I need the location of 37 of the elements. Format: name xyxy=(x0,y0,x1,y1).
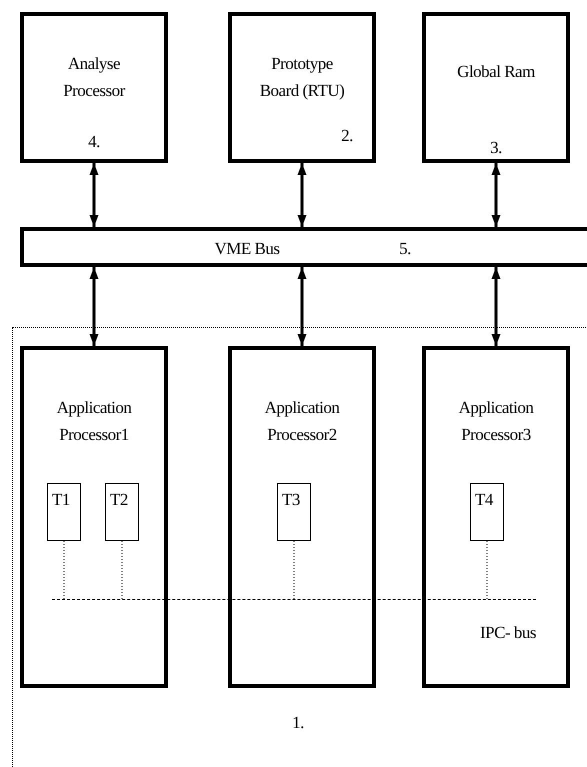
node-label: Global Ram xyxy=(456,61,536,83)
node-label: 3. xyxy=(489,137,503,159)
node-label: 1. xyxy=(291,712,305,734)
node-label: T2 xyxy=(109,489,129,511)
bus-bar xyxy=(20,227,587,267)
node-label: 5. xyxy=(398,238,412,260)
node-label: 2. xyxy=(340,125,354,147)
processor-box xyxy=(228,346,376,688)
task-box xyxy=(470,483,504,541)
component-box xyxy=(422,12,570,163)
node-label: Application Processor3 xyxy=(458,397,535,446)
bus-line xyxy=(52,599,536,601)
node-label: Application Processor1 xyxy=(56,397,133,446)
dotted-region xyxy=(12,327,587,767)
task-box xyxy=(277,483,311,541)
double-arrow xyxy=(298,267,306,346)
double-arrow xyxy=(90,267,98,346)
processor-box xyxy=(422,346,570,688)
component-box xyxy=(228,12,376,163)
double-arrow xyxy=(492,267,500,346)
double-arrow xyxy=(90,163,98,227)
processor-box xyxy=(20,346,168,688)
node-label: T4 xyxy=(474,489,494,511)
dotted-connector xyxy=(486,540,488,600)
bus-label: IPC- bus xyxy=(480,622,536,644)
node-label: T1 xyxy=(51,489,71,511)
node-label: Prototype Board (RTU) xyxy=(258,53,346,102)
node-label: T3 xyxy=(281,489,301,511)
double-arrow xyxy=(298,163,306,227)
task-box xyxy=(47,483,81,541)
node-label: VME Bus xyxy=(214,238,280,260)
node-label: 4. xyxy=(87,131,101,153)
node-label: Application Processor2 xyxy=(264,397,341,446)
node-label: Analyse Processor xyxy=(62,53,126,102)
component-box xyxy=(20,12,168,163)
double-arrow xyxy=(492,163,500,227)
task-box xyxy=(105,483,139,541)
